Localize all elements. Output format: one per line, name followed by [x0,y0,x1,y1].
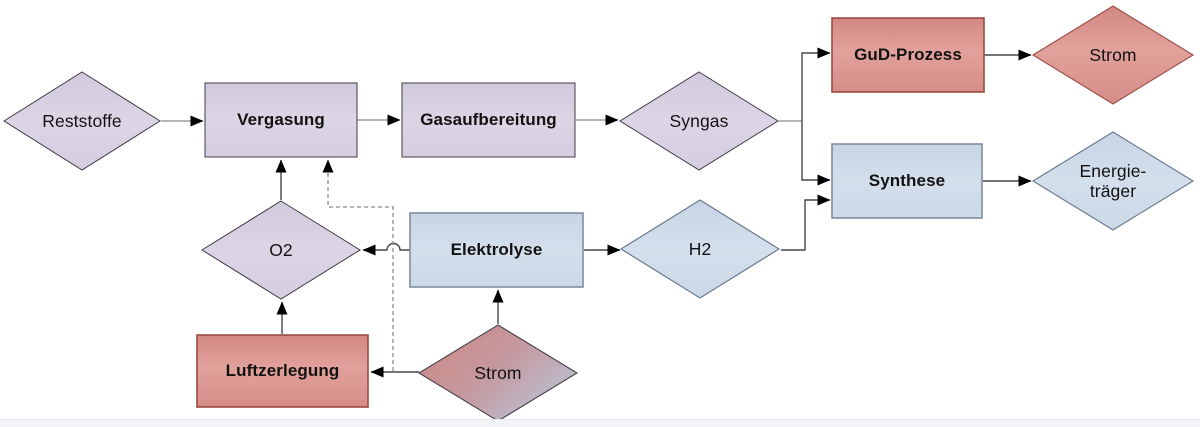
node-luftzerlegung-shape [196,334,369,408]
node-elektrolyse-shape [409,212,584,288]
node-syngas-shape [619,71,779,171]
node-gasaufbereitung-shape [401,82,576,158]
node-vergasung-shape [204,82,358,158]
edge-syngas-synthese [801,121,831,186]
edge-h2-synthese [781,194,831,251]
node-h2-shape [619,199,781,299]
edge-strom-vergasung-dashed [322,159,394,371]
bottom-edge-strip [0,419,1200,427]
node-energietraeger-shape [1031,131,1195,231]
edge-elektrolyse-o2 [362,242,410,256]
node-synthese-shape [831,143,983,219]
node-o2-shape [201,200,361,300]
node-strom-in-shape [417,324,579,422]
node-strom-out-shape [1031,5,1195,105]
node-reststoffe-shape [3,71,161,171]
node-gud-prozess-shape [831,17,985,93]
edge-syngas-gud-prozess [801,47,831,121]
